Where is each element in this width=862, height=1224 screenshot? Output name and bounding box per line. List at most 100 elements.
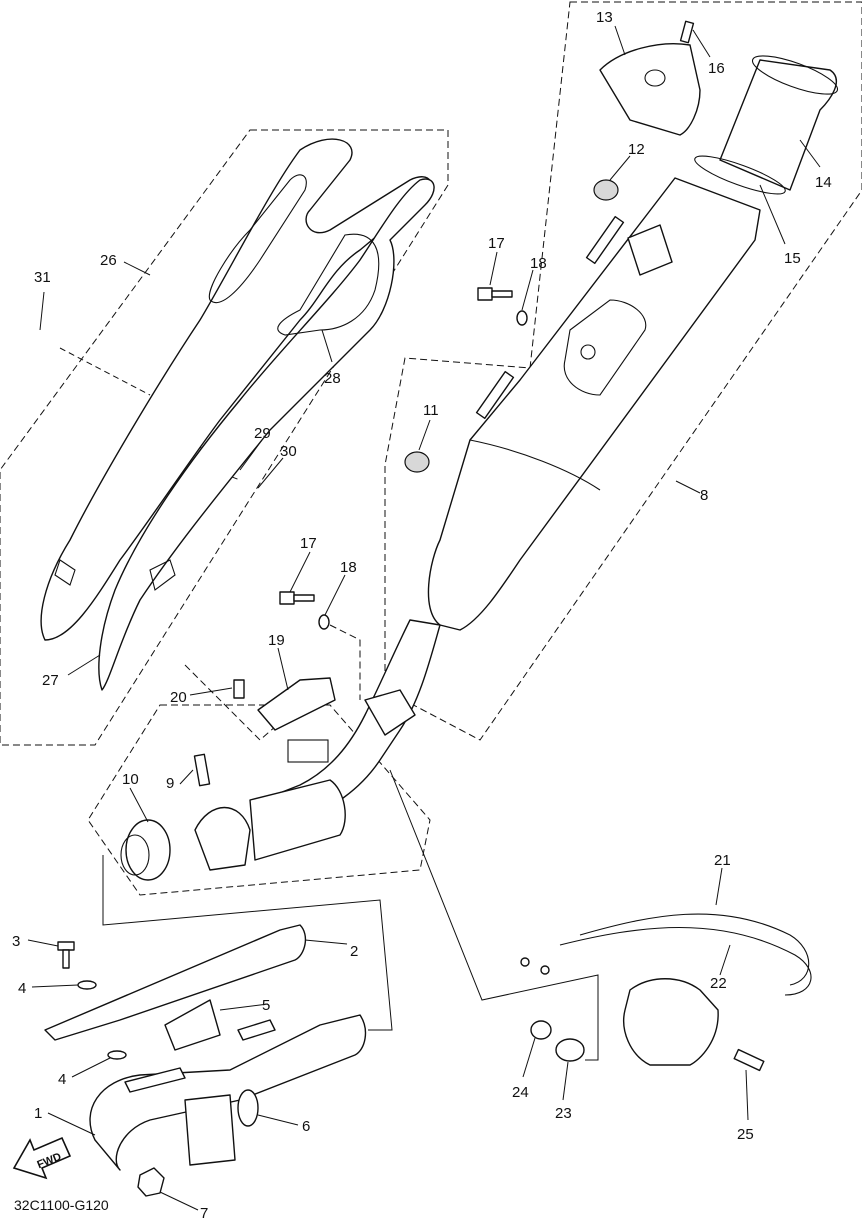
heat-mesh xyxy=(287,739,329,763)
callout-14: 14 xyxy=(815,174,832,191)
muffler-body-seam xyxy=(469,439,601,491)
callout-27: 27 xyxy=(42,672,59,689)
cable-22 xyxy=(559,926,812,996)
guide-line-d xyxy=(199,464,241,481)
screw-20 xyxy=(233,679,245,699)
connector-assembly xyxy=(120,619,441,881)
callout-labels: 1 2 3 4 4 5 6 7 8 9 10 11 12 13 14 15 16… xyxy=(12,9,832,1222)
end-cap-hole xyxy=(644,69,666,87)
heat-shield-tab-a xyxy=(54,559,76,586)
callout-3: 3 xyxy=(12,933,20,950)
forward-arrow-shape xyxy=(12,1136,72,1180)
bolt-25 xyxy=(733,1048,765,1072)
collar-24 xyxy=(530,1020,552,1040)
muffler-bracket-upper xyxy=(585,215,625,265)
callout-18b: 18 xyxy=(340,559,357,576)
callout-20: 20 xyxy=(170,689,187,706)
callout-9: 9 xyxy=(166,775,174,792)
callout-30: 30 xyxy=(280,443,297,460)
bracket-1 xyxy=(124,1067,186,1093)
head-pipe-flange xyxy=(184,1094,236,1166)
callout-22: 22 xyxy=(710,975,727,992)
muffler-bracket-lower xyxy=(475,370,515,420)
nut-7 xyxy=(137,1167,165,1197)
servo-motor xyxy=(623,978,719,1066)
leader-lines xyxy=(27,25,821,1211)
washer-18-lower xyxy=(318,614,330,630)
muffler-clip xyxy=(627,224,673,276)
callout-4b: 4 xyxy=(58,1071,66,1088)
gasket-10 xyxy=(125,819,171,881)
connector-pipe xyxy=(249,779,346,861)
callout-17a: 17 xyxy=(488,235,505,252)
pipe-protector-5 xyxy=(164,999,221,1051)
callout-6: 6 xyxy=(302,1118,310,1135)
heat-shield-inner-plate xyxy=(277,233,380,336)
grommet-12 xyxy=(593,179,619,201)
bolt-17-lower xyxy=(279,591,315,605)
bolt-16 xyxy=(679,20,695,44)
callout-2: 2 xyxy=(350,943,358,960)
callout-28: 28 xyxy=(324,370,341,387)
pipe-protector-2 xyxy=(44,924,307,1041)
bracket-2 xyxy=(237,1019,276,1041)
end-cap xyxy=(599,43,701,136)
silencer-tube-flange xyxy=(751,55,839,95)
callout-29: 29 xyxy=(254,425,271,442)
heat-shield-assembly xyxy=(40,138,435,691)
callout-11: 11 xyxy=(423,402,439,419)
bolt-9 xyxy=(193,753,211,787)
callout-23: 23 xyxy=(555,1105,572,1122)
heat-shield-group-outline xyxy=(0,129,449,746)
cable-end-a xyxy=(520,957,530,967)
guide-line-b xyxy=(184,664,301,741)
callout-24: 24 xyxy=(512,1084,529,1101)
bolt-17-upper xyxy=(477,287,513,301)
callout-21: 21 xyxy=(714,852,731,869)
callout-8: 8 xyxy=(700,487,708,504)
connector-group-outline xyxy=(87,704,431,896)
callout-5: 5 xyxy=(262,997,270,1014)
washer-4-upper xyxy=(77,980,97,990)
muffler-body xyxy=(427,177,761,631)
callout-4a: 4 xyxy=(18,980,26,997)
gasket-10-inner xyxy=(120,834,150,876)
silencer-gasket xyxy=(694,155,786,195)
forward-arrow-icon: FWD xyxy=(12,1136,72,1180)
grommet-11 xyxy=(404,451,430,473)
valve-cable-assembly xyxy=(520,913,812,1072)
callout-16: 16 xyxy=(708,60,725,77)
screw-3 xyxy=(57,941,75,951)
cable-21 xyxy=(579,913,810,986)
grommet-23 xyxy=(555,1038,585,1062)
callout-25: 25 xyxy=(737,1126,754,1143)
head-pipe-assembly xyxy=(44,924,367,1197)
callout-10: 10 xyxy=(122,771,139,788)
guide-line-a xyxy=(329,624,361,700)
heat-shield-outer xyxy=(40,138,432,641)
head-pipe-1 xyxy=(89,1014,367,1171)
callout-1: 1 xyxy=(34,1105,42,1122)
diagram-code: 32C1100-G120 xyxy=(14,1197,109,1213)
callout-13: 13 xyxy=(596,9,613,26)
callout-31: 31 xyxy=(34,269,51,286)
heat-shield-inner xyxy=(98,178,435,691)
muffler-mount-plate xyxy=(563,299,647,396)
cover-19 xyxy=(257,677,336,731)
callout-26: 26 xyxy=(100,252,117,269)
clamp-9 xyxy=(194,806,251,871)
heat-shield-tab-b xyxy=(149,559,176,591)
silencer-tube xyxy=(719,59,837,191)
gasket-6 xyxy=(237,1089,259,1127)
callout-15: 15 xyxy=(784,250,801,267)
callout-17b: 17 xyxy=(300,535,317,552)
callout-12: 12 xyxy=(628,141,645,158)
bracket-cables-to-muffler xyxy=(389,769,599,1061)
inlet-pipe-bracket xyxy=(364,689,416,736)
callout-7: 7 xyxy=(200,1205,208,1219)
bracket-head-pipe-to-connector xyxy=(102,855,393,1031)
muffler-mount-hole xyxy=(580,344,596,360)
washer-18-upper xyxy=(516,310,528,326)
callout-18a: 18 xyxy=(530,255,547,272)
